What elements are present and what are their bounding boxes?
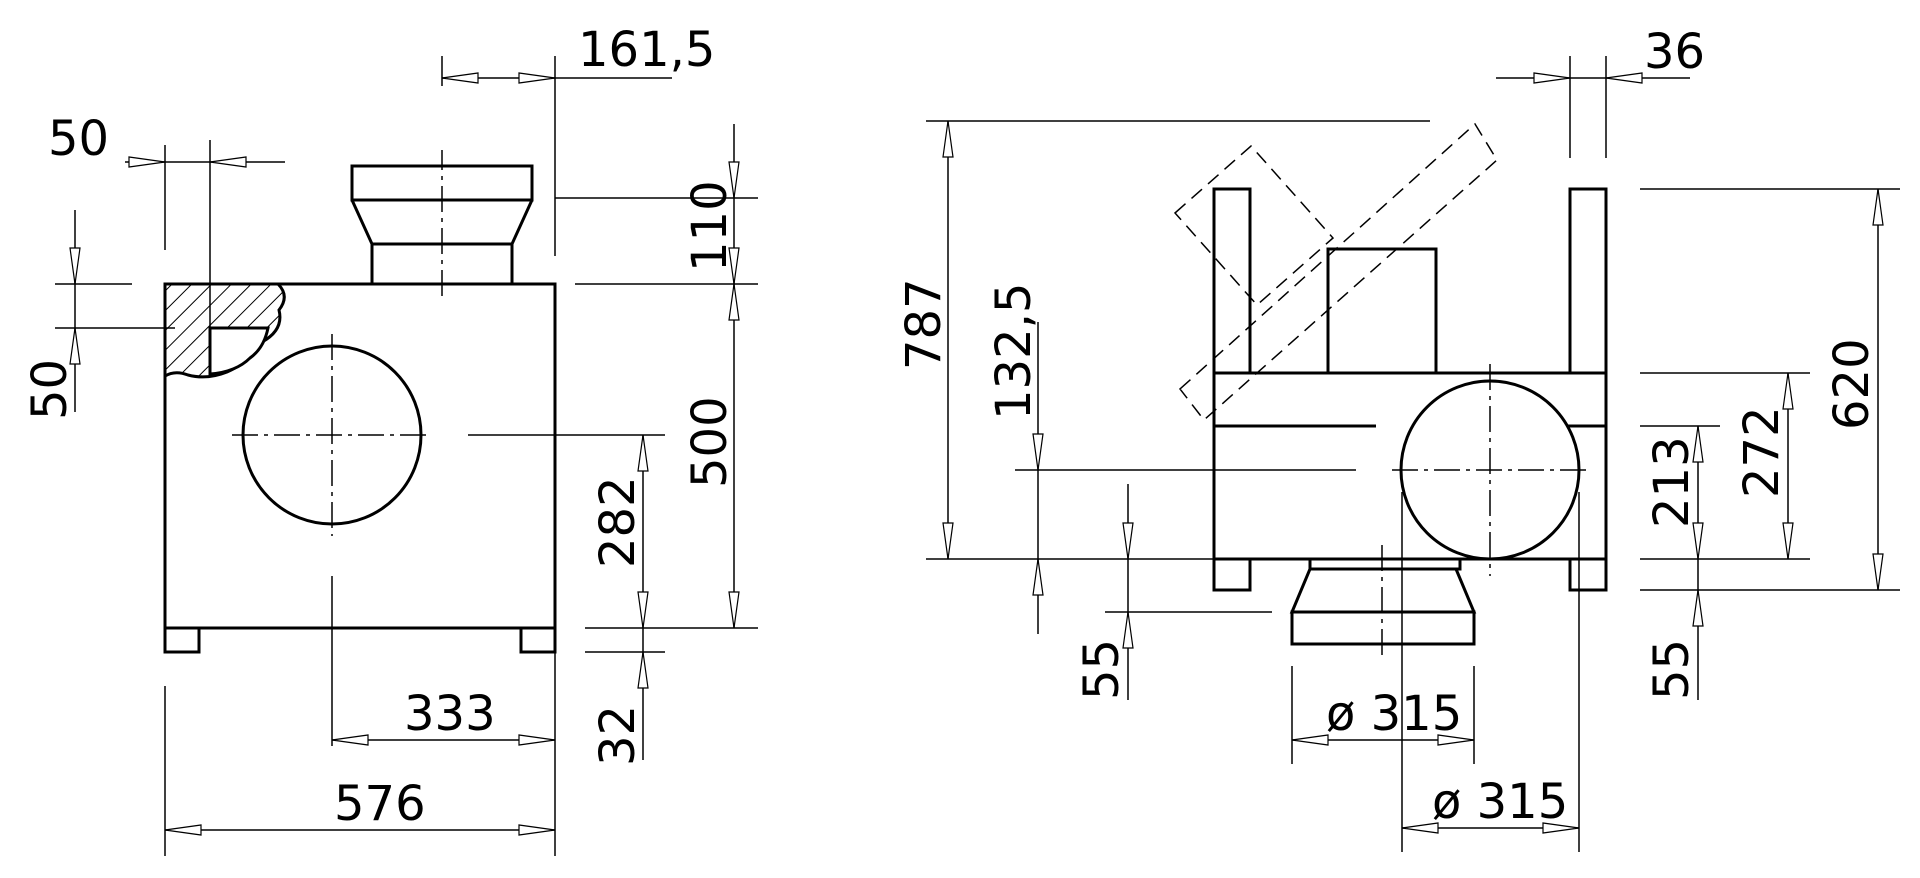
dim-top-offset: 161,5 (578, 22, 715, 78)
side-extension-lines (926, 56, 1900, 852)
wall-section-cutout (208, 326, 270, 376)
outlet-collar (350, 164, 534, 286)
dim-outlet-diameter: ø 315 (1326, 686, 1462, 742)
right-frame-post (1568, 187, 1608, 375)
left-frame-post (1212, 187, 1252, 375)
dim-feet-left: 55 (1074, 639, 1130, 700)
side-right-foot (1568, 557, 1608, 592)
dim-frame-height: 620 (1824, 338, 1880, 430)
side-left-foot (1212, 557, 1252, 592)
side-arrowheads (942, 72, 1884, 834)
dim-overall-height: 787 (896, 278, 952, 370)
front-right-foot (519, 626, 557, 654)
dim-feet-height: 32 (590, 705, 646, 766)
tilted-outlet-dashed (1173, 122, 1498, 422)
dim-wall: 50 (48, 111, 109, 167)
dim-feet-right: 55 (1644, 639, 1700, 700)
side-view (926, 56, 1900, 852)
dim-inlet-diameter: ø 315 (1432, 774, 1568, 830)
side-centerlines (1381, 364, 1592, 660)
front-dimension-lines (74, 77, 735, 831)
dim-center-height: 213 (1644, 436, 1700, 528)
front-arrowheads (69, 72, 740, 836)
front-centerlines (232, 150, 443, 536)
dim-wall-vertical: 50 (22, 359, 78, 420)
front-left-foot (163, 626, 201, 654)
dim-inlet-center-x: 333 (404, 686, 496, 742)
front-view (55, 56, 758, 856)
dim-frame-width: 36 (1644, 24, 1705, 80)
housing-body (163, 282, 557, 630)
dim-center-offset: 132,5 (986, 283, 1042, 420)
dim-body-height: 500 (682, 396, 738, 488)
dim-outlet-height: 110 (682, 180, 738, 272)
side-outlet (1326, 247, 1438, 375)
dim-width: 576 (334, 776, 426, 832)
dim-inlet-center-height: 282 (590, 476, 646, 568)
dim-inner-height: 272 (1734, 406, 1790, 498)
side-bottom-collar (1289, 557, 1477, 646)
